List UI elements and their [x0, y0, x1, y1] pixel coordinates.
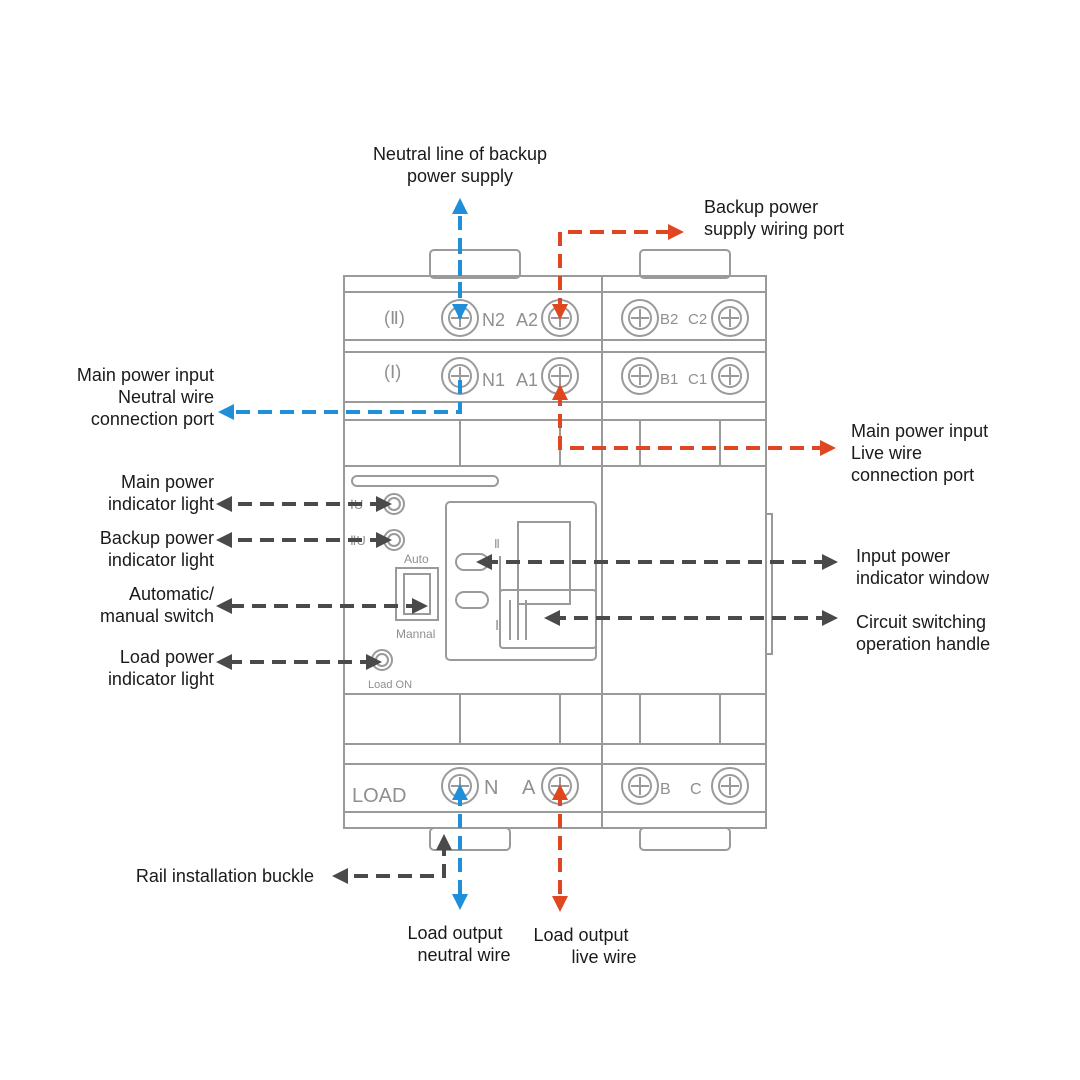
- terminal-n1: N1: [482, 370, 505, 390]
- terminal-b: B: [660, 781, 671, 798]
- terminal-a1: A1: [516, 370, 538, 390]
- terminal-c2: C2: [688, 311, 707, 328]
- switch-auto-mark: Auto: [404, 552, 429, 566]
- load-on-mark: Load ON: [368, 679, 412, 691]
- terminal-screw-head: [718, 774, 742, 798]
- terminal-b1: B1: [660, 371, 678, 388]
- terminal-n2: N2: [482, 310, 505, 330]
- handle-mark-bottom: Ⅰ: [495, 617, 499, 633]
- terminal-screw-head: [718, 306, 742, 330]
- device-body: [343, 249, 773, 851]
- label-rail: Rail installation buckle: [135, 866, 314, 886]
- label-auto-manual: Automatic/manual switch: [99, 584, 214, 626]
- terminal-c1: C1: [688, 371, 707, 388]
- row-main-mark: (Ⅰ): [384, 362, 401, 382]
- load-mark: LOAD: [352, 785, 406, 807]
- arrow-backup-port: [552, 224, 684, 320]
- arrow-rail: [332, 834, 452, 884]
- terminal-a: A: [522, 777, 536, 799]
- arrow-main-live: [552, 384, 836, 456]
- arrow-main-neutral: [218, 380, 462, 420]
- switch-manual-mark: Mannal: [396, 627, 435, 641]
- terminal-c: C: [690, 781, 702, 798]
- handle-mark-top: Ⅱ: [494, 537, 500, 551]
- terminal-b2: B2: [660, 311, 678, 328]
- terminal-a2: A2: [516, 310, 538, 330]
- terminal-n: N: [484, 777, 498, 799]
- terminal-screw: [441, 299, 479, 337]
- terminal-screw: [621, 767, 659, 805]
- terminal-screw: [711, 299, 749, 337]
- terminal-screw-head: [628, 774, 652, 798]
- terminal-screw: [711, 767, 749, 805]
- row-backup-mark: (Ⅱ): [384, 308, 405, 328]
